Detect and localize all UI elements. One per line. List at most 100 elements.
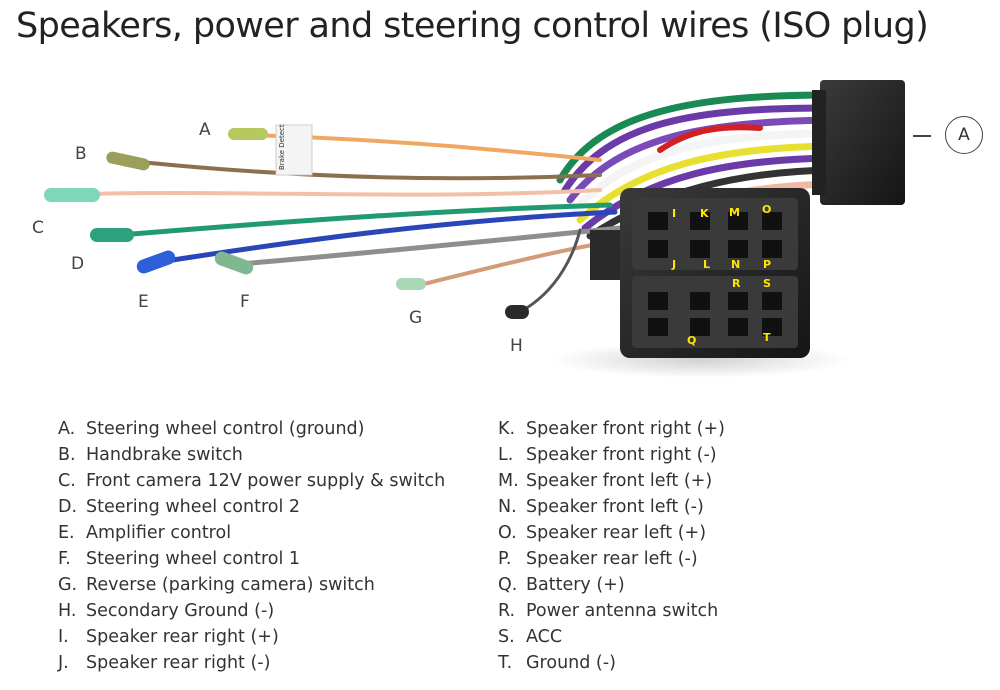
legend-text: Steering wheel control 1 [86,549,301,569]
legend-key: H. [58,601,77,621]
legend-text: Speaker front right (+) [526,419,725,439]
legend-right-column: K. Speaker front right (+) L. Speaker fron… [498,416,725,676]
legend-item: R. Power antenna switch [498,598,725,624]
legend-text: Power antenna switch [526,601,719,621]
wiring-harness-diagram: Brake Detect I K M O J L [44,80,905,378]
legend-item: K. Speaker front right (+) [498,416,725,442]
legend-item: C. Front camera 12V power supply & switch [58,468,445,494]
legend-text: ACC [526,627,563,647]
legend-item: D. Steering wheel control 2 [58,494,445,520]
legend-item: T. Ground (-) [498,650,725,676]
legend-text: Speaker front left (-) [526,497,704,517]
legend-item: A. Steering wheel control (ground) [58,416,445,442]
pin-label-p: P [763,258,771,271]
wire-label-a: A [199,120,211,140]
wire-label-c: C [32,218,44,238]
pin-label-k: K [700,207,709,220]
wire-b [138,160,602,181]
pin-label-t: T [763,331,771,344]
legend-text: Amplifier control [86,523,232,543]
legend-key: T. [498,653,513,673]
legend-item: P. Speaker rear left (-) [498,546,725,572]
legend-text: Secondary Ground (-) [86,601,275,621]
legend-item: M. Speaker front left (+) [498,468,725,494]
legend-text: Ground (-) [526,653,616,673]
pin-label-s: S [763,277,771,290]
pin-label-i: I [672,207,676,220]
legend-key: Q. [498,575,518,595]
pin-label-o: O [762,203,771,216]
wire-h [518,228,582,314]
legend-text: Steering wheel control 2 [86,497,301,517]
wire-label-e: E [138,292,149,312]
loose-wires [78,133,623,314]
legend-item: S. ACC [498,624,725,650]
wire-c [78,188,602,197]
legend-text: Front camera 12V power supply & switch [86,471,446,491]
wire-d [117,202,613,238]
legend-key: I. [58,627,69,647]
legend-item: G. Reverse (parking camera) switch [58,572,445,598]
legend-key: C. [58,471,76,491]
legend-item: E. Amplifier control [58,520,445,546]
pin-label-l: L [703,258,710,271]
iso-connector: I K M O J L N P R S Q T [590,188,810,358]
legend-key: D. [58,497,78,517]
callout-a-circle: A [945,116,983,154]
callout-a-label: A [958,125,970,145]
legend-text: Speaker rear right (+) [86,627,279,647]
legend-item: Q. Battery (+) [498,572,725,598]
sticker-text: Brake Detect [278,124,286,170]
legend-text: Speaker front right (-) [526,445,717,465]
legend-text: Speaker front left (+) [526,471,713,491]
legend-key: L. [498,445,514,465]
wire-label-h: H [510,336,523,356]
legend-text: Speaker rear left (+) [526,523,707,543]
legend-text: Handbrake switch [86,445,243,465]
legend-key: J. [58,653,69,673]
callout-line [913,135,931,137]
legend-left-column: A. Steering wheel control (ground) B. Hand… [58,416,445,676]
legend-key: R. [498,601,516,621]
legend-item: N. Speaker front left (-) [498,494,725,520]
legend-key: F. [58,549,71,569]
legend-key: P. [498,549,512,569]
wire-label-f: F [240,292,250,312]
pin-label-m: M [729,206,740,219]
pin-label-r: R [732,277,741,290]
twenty-pin-connector [812,80,905,205]
legend-item: F. Steering wheel control 1 [58,546,445,572]
legend-key: S. [498,627,515,647]
wire-label-g: G [409,308,423,328]
legend-text: Speaker rear right (-) [86,653,271,673]
pin-label-j: J [671,258,676,271]
legend-key: G. [58,575,78,595]
legend-key: A. [58,419,76,439]
legend-text: Reverse (parking camera) switch [86,575,375,595]
legend-text: Battery (+) [526,575,625,595]
legend-item: L. Speaker front right (-) [498,442,725,468]
pin-slots [648,212,782,336]
page-title: Speakers, power and steering control wir… [16,6,929,46]
legend-item: O. Speaker rear left (+) [498,520,725,546]
legend-text: Steering wheel control (ground) [86,419,365,439]
legend-key: O. [498,523,517,543]
legend-text: Speaker rear left (-) [526,549,698,569]
wire-f [237,225,623,267]
pin-label-n: N [731,258,740,271]
wire-terminals [44,128,529,319]
brake-detect-sticker: Brake Detect [275,124,313,176]
legend-key: B. [58,445,76,465]
wire-label-b: B [75,144,87,164]
wire-bundle [556,91,834,248]
legend-key: E. [58,523,75,543]
legend-item: J. Speaker rear right (-) [58,650,445,676]
pin-label-q: Q [687,334,696,347]
legend-item: I. Speaker rear right (+) [58,624,445,650]
legend-key: K. [498,419,516,439]
wire-label-d: D [71,254,85,274]
legend-key: M. [498,471,519,491]
legend-item: B. Handbrake switch [58,442,445,468]
legend-key: N. [498,497,517,517]
legend-item: H. Secondary Ground (-) [58,598,445,624]
